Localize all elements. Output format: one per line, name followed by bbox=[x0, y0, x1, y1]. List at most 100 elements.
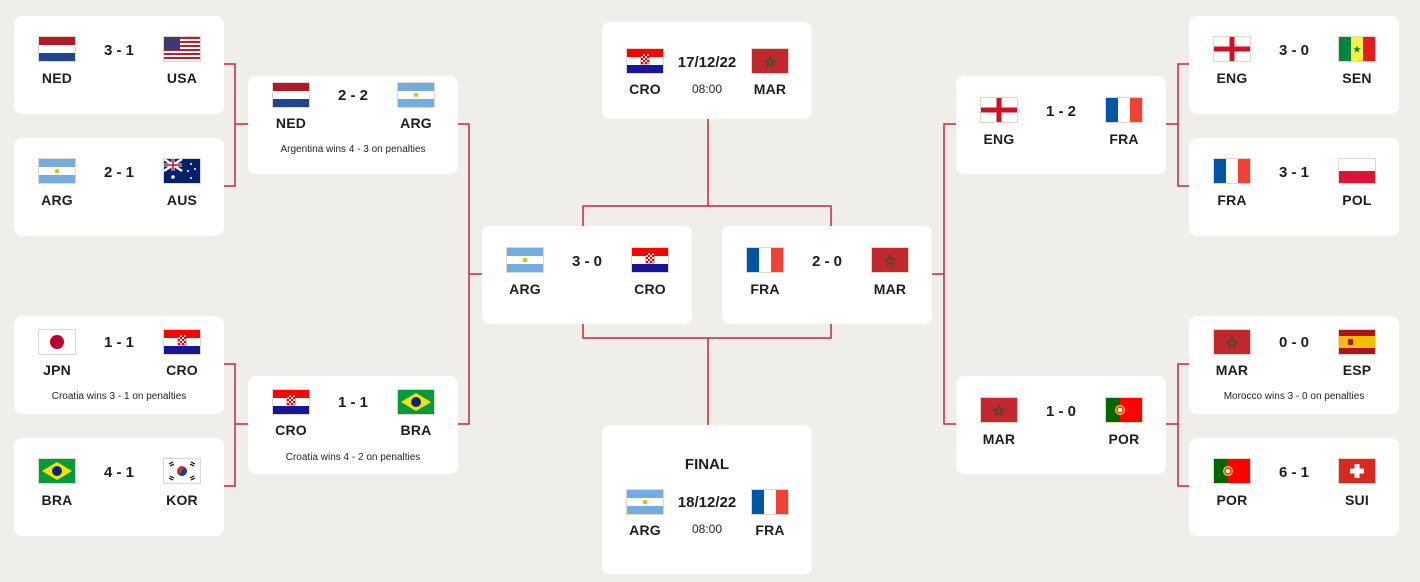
match-date: 17/12/22 bbox=[677, 54, 737, 71]
penalty-note: Morocco wins 3 - 0 on penalties bbox=[1223, 391, 1365, 402]
team-code: CRO bbox=[275, 422, 307, 438]
team-code: POL bbox=[1342, 192, 1372, 208]
match-score: 6 - 1 bbox=[1278, 464, 1309, 481]
croatia-flag-icon bbox=[632, 248, 668, 272]
portugal-flag-icon bbox=[1214, 459, 1250, 483]
japan-flag-icon bbox=[39, 330, 75, 354]
match-score: 3 - 0 bbox=[571, 253, 602, 270]
morocco-flag-icon bbox=[981, 398, 1017, 422]
team-code: POR bbox=[1108, 431, 1140, 447]
argentina-flag-icon bbox=[627, 490, 663, 514]
senegal-flag-icon bbox=[1339, 37, 1375, 61]
netherlands-flag-icon bbox=[273, 83, 309, 107]
portugal-flag-icon bbox=[1106, 398, 1142, 422]
team-code: BRA bbox=[400, 422, 432, 438]
match-card-mar-por[interactable]: MAR 1 - 0 POR bbox=[956, 376, 1166, 474]
match-card-jpn-cro[interactable]: JPN 1 - 1 CRO Croatia wins 3 - 1 on pena… bbox=[14, 316, 224, 414]
australia-flag-icon bbox=[164, 159, 200, 183]
brazil-flag-icon bbox=[39, 459, 75, 483]
team-code: JPN bbox=[43, 362, 71, 378]
brazil-flag-icon bbox=[398, 390, 434, 414]
team-code: ESP bbox=[1342, 362, 1372, 378]
match-score: 2 - 2 bbox=[337, 87, 368, 104]
morocco-flag-icon bbox=[872, 248, 908, 272]
match-card-arg-cro[interactable]: ARG 3 - 0 CRO bbox=[482, 226, 692, 324]
team-code: KOR bbox=[166, 492, 198, 508]
match-score: 1 - 1 bbox=[337, 394, 368, 411]
argentina-flag-icon bbox=[507, 248, 543, 272]
team-code: ENG bbox=[1216, 70, 1248, 86]
england-flag-icon bbox=[981, 98, 1017, 122]
team-code: ENG bbox=[983, 131, 1015, 147]
poland-flag-icon bbox=[1339, 159, 1375, 183]
match-card-fra-mar[interactable]: FRA 2 - 0 MAR bbox=[722, 226, 932, 324]
team-code: CRO bbox=[629, 81, 661, 97]
match-card-arg-aus[interactable]: ARG 2 - 1 AUS bbox=[14, 138, 224, 236]
team-code: ARG bbox=[509, 281, 541, 297]
team-code: AUS bbox=[166, 192, 198, 208]
usa-flag-icon bbox=[164, 37, 200, 61]
team-code: USA bbox=[166, 70, 198, 86]
croatia-flag-icon bbox=[164, 330, 200, 354]
south-korea-flag-icon bbox=[164, 459, 200, 483]
match-card-eng-fra[interactable]: ENG 1 - 2 FRA bbox=[956, 76, 1166, 174]
team-code: FRA bbox=[1217, 192, 1247, 208]
team-code: POR bbox=[1216, 492, 1248, 508]
penalty-note: Croatia wins 3 - 1 on penalties bbox=[51, 391, 187, 402]
match-time: 08:00 bbox=[691, 522, 723, 536]
match-score: 2 - 0 bbox=[811, 253, 842, 270]
match-card-por-sui[interactable]: POR 6 - 1 SUI bbox=[1189, 438, 1399, 536]
team-code: MAR bbox=[753, 81, 787, 97]
match-card-final[interactable]: FINAL ARG 18/12/22 08:00 FRA bbox=[602, 425, 812, 574]
match-card-ned-usa[interactable]: NED 3 - 1 USA bbox=[14, 16, 224, 114]
team-code: CRO bbox=[634, 281, 666, 297]
match-time: 08:00 bbox=[691, 82, 723, 96]
team-code: FRA bbox=[1109, 131, 1139, 147]
morocco-flag-icon bbox=[752, 49, 788, 73]
france-flag-icon bbox=[747, 248, 783, 272]
team-code: SUI bbox=[1345, 492, 1369, 508]
france-flag-icon bbox=[1106, 98, 1142, 122]
match-score: 3 - 1 bbox=[1278, 164, 1309, 181]
argentina-flag-icon bbox=[398, 83, 434, 107]
match-score: 1 - 0 bbox=[1045, 403, 1076, 420]
match-score: 3 - 0 bbox=[1278, 42, 1309, 59]
penalty-note: Croatia wins 4 - 2 on penalties bbox=[285, 452, 421, 463]
team-code: ARG bbox=[629, 522, 661, 538]
match-score: 1 - 2 bbox=[1045, 103, 1076, 120]
match-score: 1 - 1 bbox=[103, 334, 134, 351]
final-title: FINAL bbox=[684, 456, 730, 473]
team-code: MAR bbox=[873, 281, 907, 297]
croatia-flag-icon bbox=[273, 390, 309, 414]
match-card-mar-esp[interactable]: MAR 0 - 0 ESP Morocco wins 3 - 0 on pena… bbox=[1189, 316, 1399, 414]
team-code: NED bbox=[275, 115, 307, 131]
match-card-fra-pol[interactable]: FRA 3 - 1 POL bbox=[1189, 138, 1399, 236]
morocco-flag-icon bbox=[1214, 330, 1250, 354]
team-code: BRA bbox=[41, 492, 73, 508]
match-card-eng-sen[interactable]: ENG 3 - 0 SEN bbox=[1189, 16, 1399, 114]
team-code: MAR bbox=[1215, 362, 1249, 378]
team-code: ARG bbox=[400, 115, 432, 131]
match-card-bra-kor[interactable]: BRA 4 - 1 KOR bbox=[14, 438, 224, 536]
team-code: SEN bbox=[1342, 70, 1372, 86]
team-code: CRO bbox=[166, 362, 198, 378]
match-score: 0 - 0 bbox=[1278, 334, 1309, 351]
match-card-ned-arg[interactable]: NED 2 - 2 ARG Argentina wins 4 - 3 on pe… bbox=[248, 76, 458, 174]
match-card-third-place[interactable]: CRO 17/12/22 08:00 MAR bbox=[602, 22, 812, 119]
netherlands-flag-icon bbox=[39, 37, 75, 61]
france-flag-icon bbox=[752, 490, 788, 514]
match-date: 18/12/22 bbox=[677, 494, 737, 511]
match-score: 2 - 1 bbox=[103, 164, 134, 181]
match-card-cro-bra[interactable]: CRO 1 - 1 BRA Croatia wins 4 - 2 on pena… bbox=[248, 376, 458, 474]
team-code: MAR bbox=[982, 431, 1016, 447]
croatia-flag-icon bbox=[627, 49, 663, 73]
team-code: FRA bbox=[755, 522, 785, 538]
team-code: FRA bbox=[750, 281, 780, 297]
switzerland-flag-icon bbox=[1339, 459, 1375, 483]
match-score: 3 - 1 bbox=[103, 42, 134, 59]
argentina-flag-icon bbox=[39, 159, 75, 183]
team-code: ARG bbox=[41, 192, 73, 208]
england-flag-icon bbox=[1214, 37, 1250, 61]
team-code: NED bbox=[41, 70, 73, 86]
